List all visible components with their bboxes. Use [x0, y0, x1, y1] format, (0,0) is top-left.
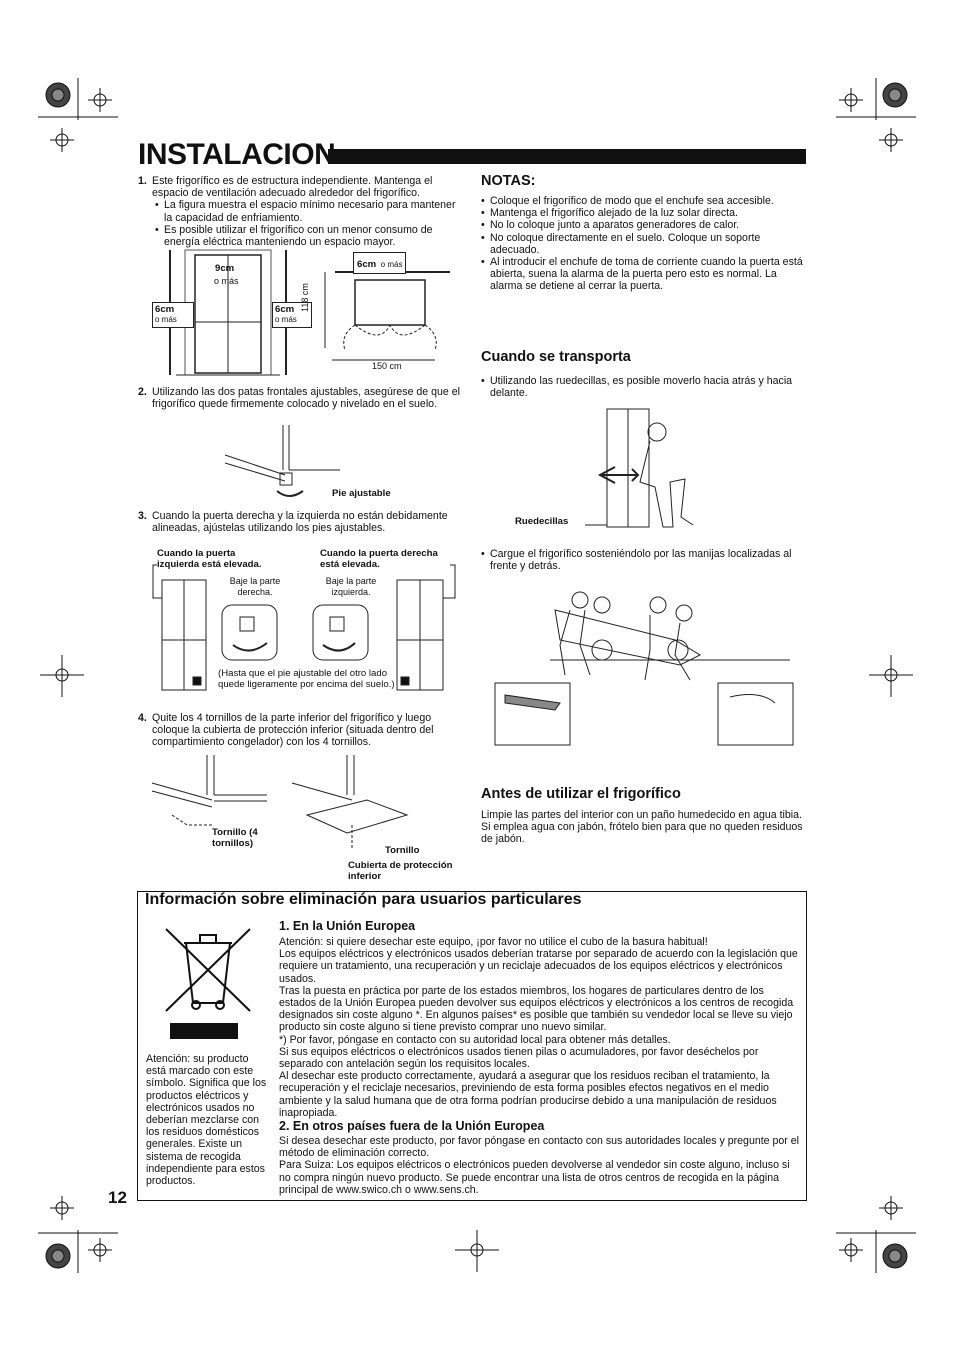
- step-1-bullet: La figura muestra el espacio mínimo nece…: [155, 199, 463, 223]
- notas-item: Al introducir el enchufe de toma de corr…: [481, 256, 811, 293]
- disposal-box: [137, 891, 807, 1201]
- weee-bin-icon: [165, 928, 251, 1039]
- step-1-number: 1.: [138, 175, 147, 187]
- notas-item: No lo coloque junto a aparatos generador…: [481, 219, 811, 231]
- step-3: 3. Cuando la puerta derecha y la izquierd…: [138, 510, 463, 534]
- before-text: Limpie las partes del interior con un pa…: [481, 809, 803, 846]
- eu-paragraph: Tras la puesta en práctica por parte de …: [279, 984, 794, 1034]
- fig1-top-clearance-sub: o más: [214, 276, 239, 286]
- fig1-width: 150 cm: [372, 361, 402, 371]
- fig3-left-caption: Cuando la puerta izquierda está elevada.: [157, 548, 262, 570]
- notas-list: Coloque el frigorífico de modo que el en…: [481, 195, 811, 293]
- eu-paragraph: Si sus equipos eléctricos o electrónicos…: [279, 1045, 759, 1071]
- step-4-number: 4.: [138, 712, 147, 724]
- eu-paragraph: *) Por favor, póngase en contacto con su…: [279, 1033, 671, 1046]
- eu-paragraph: Los equipos eléctricos y electrónicos us…: [279, 948, 798, 985]
- page-title: INSTALACION: [138, 138, 336, 171]
- eu-text: Atención: si quiere desechar este equipo…: [279, 936, 799, 1119]
- fig4-screws-label: Tornillo (4 tornillos): [212, 827, 258, 849]
- fig1-topview-clearance: 6cm: [357, 259, 377, 270]
- fig3-left-sub: Baje la parte derecha.: [229, 576, 281, 597]
- notas-title: NOTAS:: [481, 173, 536, 189]
- step-4-text: Quite los 4 tornillos de la parte inferi…: [152, 712, 434, 749]
- notas-item: No coloque directamente en el suelo. Col…: [481, 232, 811, 256]
- transport-text-2: Cargue el frigorífico sosteniéndolo por …: [481, 548, 806, 572]
- other-text: Si desea desechar este producto, por fav…: [279, 1135, 799, 1196]
- fig1-topview-clearance-sub: o más: [380, 260, 403, 269]
- disposal-title: Información sobre eliminación para usuar…: [145, 891, 582, 908]
- fig3-right-caption: Cuando la puerta derecha está elevada.: [320, 548, 438, 570]
- step-4: 4. Quite los 4 tornillos de la parte infe…: [138, 712, 463, 749]
- other-paragraph: Para Suiza: Los equipos eléctricos o ele…: [279, 1159, 790, 1196]
- door-alignment-diagram: [152, 564, 456, 691]
- fig1-right-clearance-sub: o más: [275, 315, 297, 324]
- eu-title: 1. En la Unión Europea: [279, 919, 416, 933]
- adjustable-foot-diagram: [224, 425, 340, 497]
- fig1-left-clearance: 6cm: [155, 304, 175, 315]
- step-2-text: Utilizando las dos patas frontales ajust…: [152, 386, 460, 411]
- transport-bullet-1: Utilizando las ruedecillas, es posible m…: [481, 375, 806, 399]
- step-1-text: Este frigorífico es de estructura indepe…: [152, 175, 433, 200]
- fig4-cover-label: Cubierta de protección inferior: [348, 860, 453, 882]
- transport-bullet-2: Cargue el frigorífico sosteniéndolo por …: [481, 548, 806, 572]
- step-3-number: 3.: [138, 510, 147, 522]
- fig1-top-clearance: 9cm: [215, 263, 235, 274]
- fig4-screw-label: Tornillo: [385, 845, 420, 856]
- notas-item: Mantenga el frigorífico alejado de la lu…: [481, 207, 811, 219]
- fig3-right-sub: Baje la parte izquierda.: [325, 576, 377, 597]
- fig1-right-clearance-box: 6cm o más: [272, 302, 312, 328]
- fig1-topview-clearance-box: 6cm o más: [353, 252, 407, 274]
- other-title: 2. En otros países fuera de la Unión Eur…: [279, 1119, 545, 1133]
- step-2-number: 2.: [138, 386, 147, 398]
- bottom-cover-diagram: [151, 755, 409, 850]
- title-bar: [328, 149, 806, 164]
- fig1-left-clearance-box: 6cm o más: [152, 302, 194, 328]
- step-3-text: Cuando la puerta derecha y la izquierda …: [152, 510, 448, 535]
- page-number: 12: [108, 1188, 127, 1207]
- eu-paragraph: Al desechar este producto correctamente,…: [279, 1070, 777, 1119]
- eu-paragraph: Atención: si quiere desechar este equipo…: [279, 936, 708, 948]
- notas-item: Coloque el frigorífico de modo que el en…: [481, 195, 811, 207]
- fig1-left-clearance-sub: o más: [155, 315, 177, 324]
- carrying-illustration: [494, 591, 794, 746]
- weee-caption: Atención: su producto está marcado con e…: [146, 1053, 267, 1188]
- before-title: Antes de utilizar el frigorífico: [481, 786, 681, 802]
- transport-title: Cuando se transporta: [481, 349, 631, 365]
- step-1: 1. Este frigorífico es de estructura inde…: [138, 175, 463, 248]
- fig1-right-clearance: 6cm: [275, 304, 295, 315]
- other-paragraph: Si desea desechar este producto, por fav…: [279, 1135, 800, 1160]
- transport-text-1: Utilizando las ruedecillas, es posible m…: [481, 375, 806, 399]
- fig2-label: Pie ajustable: [332, 488, 391, 499]
- fig3-note: (Hasta que el pie ajustable del otro lad…: [218, 668, 395, 690]
- wheels-illustration: [585, 408, 694, 528]
- fig1-depth: 118 cm: [300, 283, 310, 312]
- step-2: 2. Utilizando las dos patas frontales aju…: [138, 386, 463, 410]
- wheels-label: Ruedecillas: [515, 516, 569, 527]
- step-1-bullet: Es posible utilizar el frigorífico con u…: [155, 224, 463, 248]
